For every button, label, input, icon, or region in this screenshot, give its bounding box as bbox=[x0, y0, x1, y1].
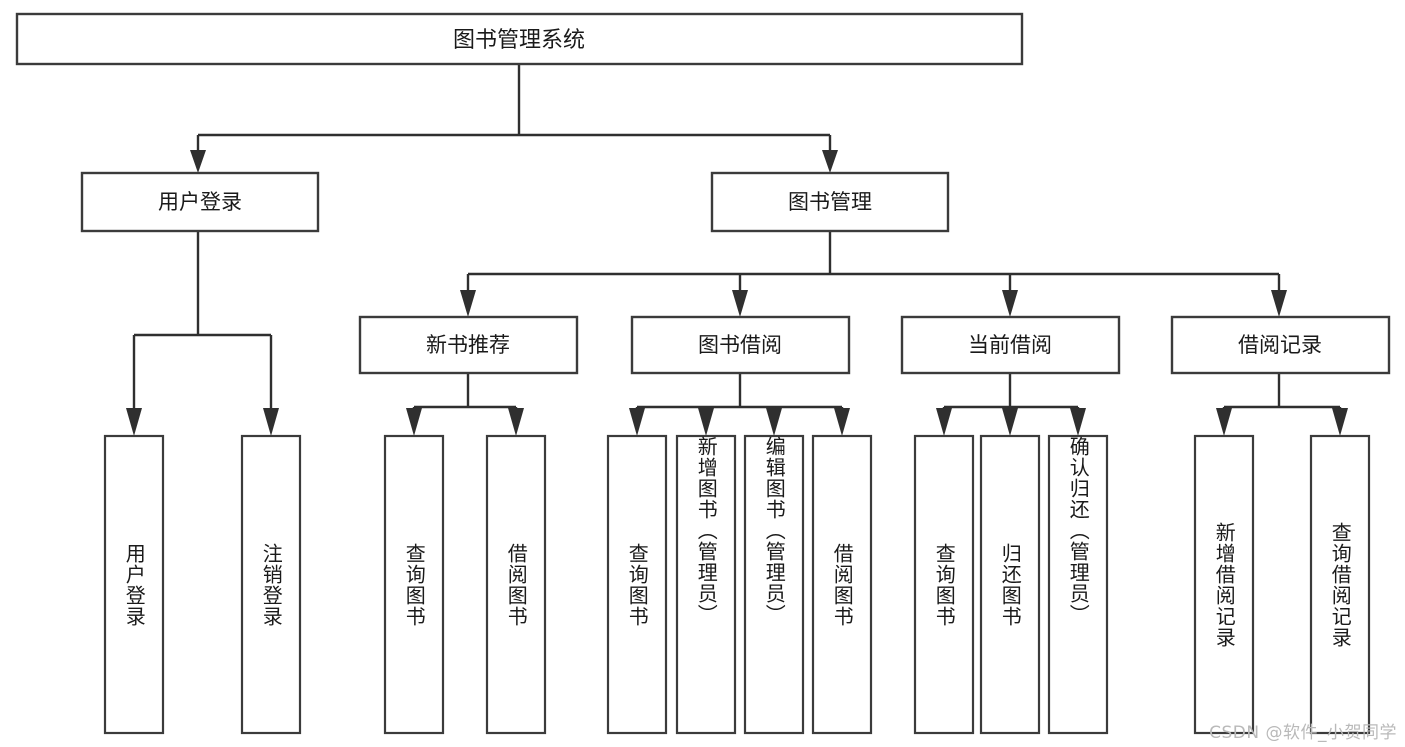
leaf-box-current-borrow-3[interactable] bbox=[1047, 434, 1109, 735]
node-book-borrow-box[interactable] bbox=[630, 315, 851, 375]
node-book-borrow[interactable]: 图书借阅 bbox=[630, 315, 851, 375]
arrow-head-currentborrow-leaf-2 bbox=[1002, 408, 1018, 436]
arrow-head-currentborrow-leaf-1 bbox=[936, 408, 952, 436]
arrow-head-to-book-manage bbox=[822, 150, 838, 173]
arrow-head-newbook-leaf-1 bbox=[406, 408, 422, 436]
node-user-login-label: 用户登录 bbox=[158, 190, 242, 214]
connector-bookborrow-to-leaves bbox=[629, 373, 850, 436]
connector-newbook-to-leaves bbox=[406, 373, 524, 436]
node-borrow-record-label: 借阅记录 bbox=[1238, 333, 1322, 357]
arrow-head-bookborrow-leaf-1 bbox=[629, 408, 645, 436]
arrow-head-currentborrow-leaf-3 bbox=[1070, 408, 1086, 436]
connector-bookmanage-to-level3 bbox=[460, 231, 1287, 317]
node-root-box[interactable] bbox=[15, 12, 1024, 66]
node-current-borrow-box[interactable] bbox=[900, 315, 1121, 375]
arrow-head-to-current-borrow bbox=[1002, 290, 1018, 317]
leaf-box-current-borrow-2[interactable] bbox=[979, 434, 1041, 735]
arrow-head-to-user-login bbox=[190, 150, 206, 173]
leaf-box-user-login-1[interactable] bbox=[103, 434, 165, 735]
arrow-head-to-new-book bbox=[460, 290, 476, 317]
arrow-head-to-book-borrow bbox=[732, 290, 748, 317]
leaf-box-new-book-2[interactable] bbox=[485, 434, 547, 735]
node-root-label: 图书管理系统 bbox=[453, 28, 585, 53]
arrow-head-userlogin-leaf-1 bbox=[126, 408, 142, 436]
leaf-box-borrow-record-1[interactable] bbox=[1193, 434, 1255, 735]
connector-borrowrecord-to-leaves bbox=[1216, 373, 1348, 436]
arrow-head-borrowrecord-leaf-2 bbox=[1332, 408, 1348, 436]
node-user-login-box[interactable] bbox=[80, 171, 320, 233]
arrow-head-userlogin-leaf-2 bbox=[263, 408, 279, 436]
node-book-manage[interactable]: 图书管理 bbox=[710, 171, 950, 233]
node-new-book-recommend-box[interactable] bbox=[358, 315, 579, 375]
node-book-manage-label: 图书管理 bbox=[788, 190, 872, 214]
node-user-login[interactable]: 用户登录 bbox=[80, 171, 320, 233]
arrow-head-borrowrecord-leaf-1 bbox=[1216, 408, 1232, 436]
leaf-box-book-borrow-1[interactable] bbox=[606, 434, 668, 735]
arrow-head-to-borrow-record bbox=[1271, 290, 1287, 317]
connector-currentborrow-to-leaves bbox=[936, 373, 1086, 436]
arrow-head-bookborrow-leaf-4 bbox=[834, 408, 850, 436]
node-new-book-recommend[interactable]: 新书推荐 bbox=[358, 315, 579, 375]
connector-root-to-level2 bbox=[190, 64, 838, 173]
arrow-head-bookborrow-leaf-2 bbox=[698, 408, 714, 436]
node-current-borrow-label: 当前借阅 bbox=[968, 333, 1052, 357]
node-book-borrow-label: 图书借阅 bbox=[698, 333, 782, 357]
node-borrow-record[interactable]: 借阅记录 bbox=[1170, 315, 1391, 375]
leaf-box-borrow-record-2[interactable] bbox=[1309, 434, 1371, 735]
leaf-box-user-login-2[interactable] bbox=[240, 434, 302, 735]
node-new-book-recommend-label: 新书推荐 bbox=[426, 333, 510, 357]
leaf-box-book-borrow-4[interactable] bbox=[811, 434, 873, 735]
arrow-head-bookborrow-leaf-3 bbox=[766, 408, 782, 436]
leaf-box-book-borrow-2[interactable] bbox=[675, 434, 737, 735]
node-root[interactable]: 图书管理系统 bbox=[15, 12, 1024, 66]
leaf-box-current-borrow-1[interactable] bbox=[913, 434, 975, 735]
node-borrow-record-box[interactable] bbox=[1170, 315, 1391, 375]
node-current-borrow[interactable]: 当前借阅 bbox=[900, 315, 1121, 375]
arrow-head-newbook-leaf-2 bbox=[508, 408, 524, 436]
connector-userlogin-to-leaves bbox=[126, 231, 279, 436]
node-book-manage-box[interactable] bbox=[710, 171, 950, 233]
leaf-box-book-borrow-3[interactable] bbox=[743, 434, 805, 735]
leaf-box-new-book-1[interactable] bbox=[383, 434, 445, 735]
